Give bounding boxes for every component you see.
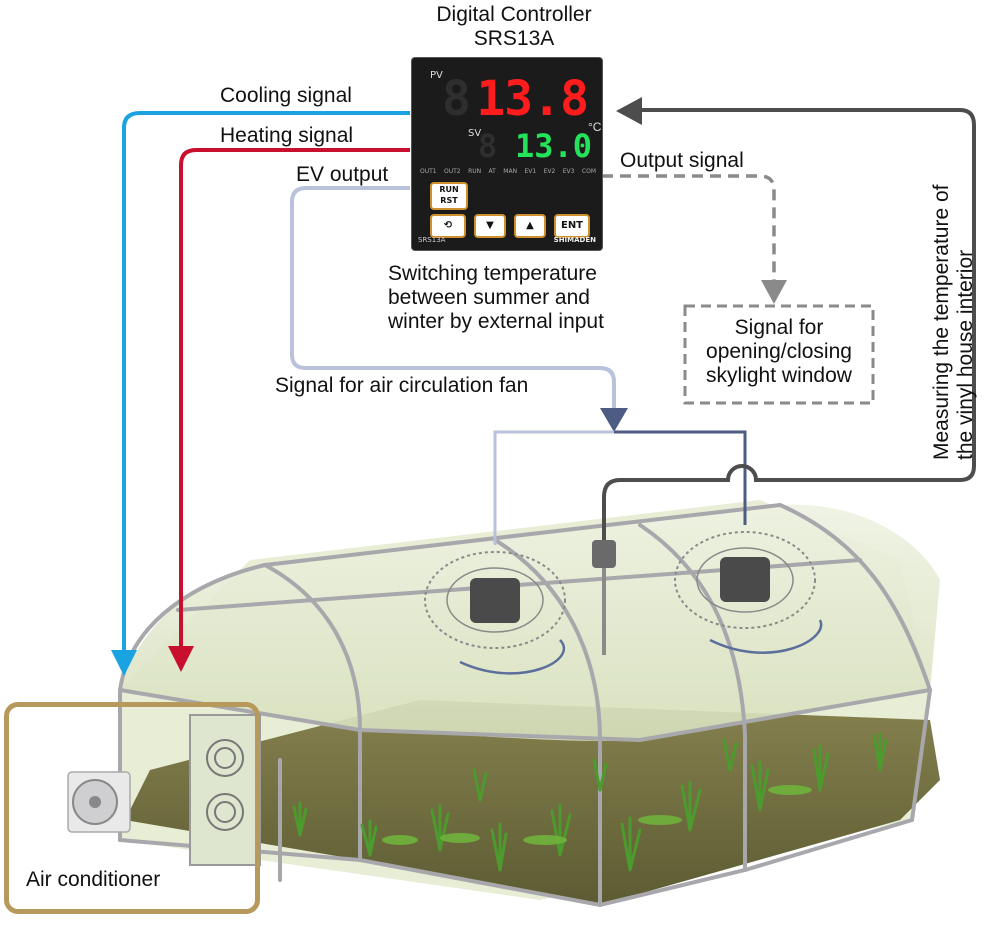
heating-signal-label: Heating signal — [220, 124, 354, 147]
air-conditioner-label: Air conditioner — [26, 868, 161, 891]
indicator-ev3: EV3 — [562, 168, 575, 175]
indicator-run: RUN — [468, 168, 482, 175]
fan-wiring-right — [614, 430, 747, 525]
digital-controller: PV 8 13.8 SV 8 13.0 °C OUT1 OUT2 RUN AT … — [412, 58, 602, 250]
air-conditioner-box — [4, 702, 260, 914]
mode-button[interactable]: ⟲ — [430, 214, 466, 238]
pv-display: 13.8 — [476, 71, 589, 127]
fan-arrowhead — [600, 408, 628, 432]
air-conditioner-unit — [67, 771, 131, 833]
temperature-sensor — [592, 540, 616, 655]
indicator-at: AT — [488, 168, 496, 175]
ev-output-line — [290, 186, 616, 410]
measuring-arrowhead — [616, 97, 642, 125]
switching-line2: between summer and — [388, 286, 590, 310]
cooling-arrowhead — [111, 650, 137, 676]
controller-model-small: SRS13A — [418, 236, 446, 244]
skylight-line1: Signal for — [734, 316, 824, 339]
plants — [292, 732, 888, 872]
controller-title: Digital Controller SRS13A — [394, 3, 634, 51]
circulation-fan-right — [674, 531, 823, 654]
indicator-out2: OUT2 — [444, 168, 461, 175]
fan-wiring-left — [493, 430, 614, 545]
output-arrowhead — [761, 280, 787, 304]
down-button[interactable]: ▼ — [474, 214, 506, 238]
greenhouse-floor — [125, 700, 940, 905]
ev-output-label: EV output — [296, 163, 389, 186]
fan-signal-label: Signal for air circulation fan — [275, 374, 529, 397]
switching-temperature-label: Switching temperature between summer and… — [388, 262, 604, 334]
controller-model: SRS13A — [473, 27, 555, 51]
heating-signal-line — [179, 148, 410, 650]
indicator-com: COM — [581, 168, 596, 175]
sv-display: 13.0 — [514, 127, 592, 165]
measuring-label: Measuring the temperature of the vinyl h… — [930, 185, 978, 460]
skylight-line3: skylight window — [706, 364, 852, 388]
skylight-box — [683, 304, 875, 405]
unit-label: °C — [588, 120, 602, 134]
skylight-line2: opening/closing — [706, 340, 852, 364]
output-signal-label: Output signal — [620, 149, 744, 172]
circulation-fan-left — [424, 551, 566, 675]
measuring-line — [602, 108, 976, 540]
cooling-signal-line — [122, 111, 410, 655]
measuring-line1: Measuring the temperature of — [930, 184, 953, 460]
pv-label: PV — [430, 70, 443, 81]
sv-dim-segment: 8 — [478, 127, 498, 165]
measuring-line2: the vinyl house interior — [954, 249, 978, 460]
indicator-ev2: EV2 — [543, 168, 556, 175]
indicator-out1: OUT1 — [420, 168, 437, 175]
sv-label: SV — [468, 128, 482, 139]
up-button[interactable]: ▲ — [514, 214, 546, 238]
indicator-man: MAN — [503, 168, 518, 175]
controller-brand: SHIMADEN — [553, 236, 596, 244]
output-signal-line — [602, 174, 776, 282]
cooling-signal-label: Cooling signal — [220, 84, 352, 107]
controller-title-line1: Digital Controller — [436, 3, 592, 26]
heating-arrowhead — [168, 646, 194, 672]
skylight-signal-label: Signal for opening/closing skylight wind… — [688, 316, 870, 388]
indicator-ev1: EV1 — [524, 168, 537, 175]
switching-line3: winter by external input — [388, 310, 604, 334]
indicator-row: OUT1 OUT2 RUN AT MAN EV1 EV2 EV3 COM — [420, 168, 596, 175]
ent-button[interactable]: ENT — [554, 214, 590, 238]
switching-line1: Switching temperature — [388, 262, 597, 285]
pv-dim-segment: 8 — [442, 71, 471, 127]
